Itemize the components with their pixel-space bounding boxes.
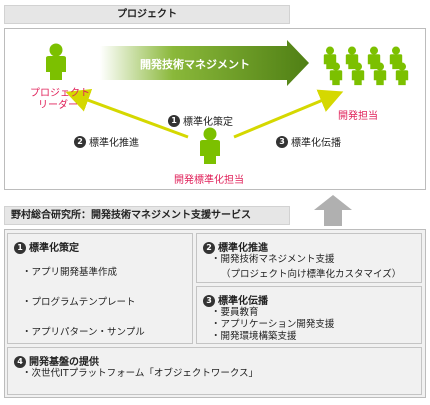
arrow-to-leader (65, 88, 189, 139)
list-item: 次世代ITプラットフォーム「オブジェクトワークス」 (22, 368, 259, 380)
cell-number-badge: 4 (14, 356, 26, 368)
cell-number-badge: 1 (14, 242, 26, 254)
cell-number-badge: 3 (203, 295, 215, 307)
bullet-list: アプリ開発基準作成 プログラムテンプレート アプリパターン・サンプル (22, 264, 145, 354)
dev-lead-label: 開発標準化担当 (174, 175, 244, 186)
banner-arrow (100, 40, 309, 86)
cell-title-text: 標準化推進 (218, 243, 268, 254)
cell-title-text: 標準化伝播 (218, 296, 268, 307)
list-item: アプリケーション開発支援 (211, 319, 335, 331)
list-item: アプリ開発基準作成 (22, 264, 145, 278)
leader-label-line1: プロジェクト (30, 88, 90, 99)
up-arrow-icon (314, 195, 352, 226)
services-header: 野村総合研究所：開発技術マネジメント支援サービス (4, 206, 290, 225)
dev-team-label: 開発担当 (338, 111, 378, 122)
dev-team-icon (323, 46, 409, 86)
step-standardize: 1 標準化策定 (168, 113, 233, 128)
list-item: 開発環境構築支援 (211, 331, 334, 343)
step-number-badge: 3 (276, 135, 288, 148)
cell-number-badge: 2 (203, 242, 215, 254)
list-item: アプリパターン・サンプル (22, 324, 145, 338)
list-item: 要員教育 (211, 307, 334, 319)
arrow-to-team (233, 89, 344, 139)
leader-person-icon (46, 43, 66, 80)
list-item-note: （プロジェクト向け標準化カスタマイズ） (221, 269, 402, 280)
step-label: 標準化推進 (89, 138, 139, 149)
cell-title-text: 開発基盤の提供 (29, 357, 99, 368)
step-number-badge: 2 (74, 135, 86, 148)
step-label: 標準化策定 (183, 117, 233, 128)
step-number-badge: 1 (168, 114, 180, 127)
list-item: プログラムテンプレート (22, 294, 145, 308)
step-promote: 2 標準化推進 (74, 134, 139, 149)
banner-label: 開発技術マネジメント (140, 58, 250, 71)
dev-lead-person-icon (200, 127, 220, 164)
step-label: 標準化伝播 (291, 138, 341, 149)
bullet-list: 開発技術マネジメント支援 (211, 254, 335, 266)
step-propagate: 3 標準化伝播 (276, 134, 341, 149)
bullet-list: 次世代ITプラットフォーム「オブジェクトワークス」 (22, 368, 259, 380)
cell-title-text: 標準化策定 (29, 243, 79, 254)
project-header: プロジェクト (4, 5, 290, 24)
leader-label-line2: リーダー (38, 100, 78, 111)
list-item: 開発技術マネジメント支援 (211, 254, 335, 266)
bullet-list: 要員教育 アプリケーション開発支援 開発環境構築支援 (211, 307, 335, 343)
